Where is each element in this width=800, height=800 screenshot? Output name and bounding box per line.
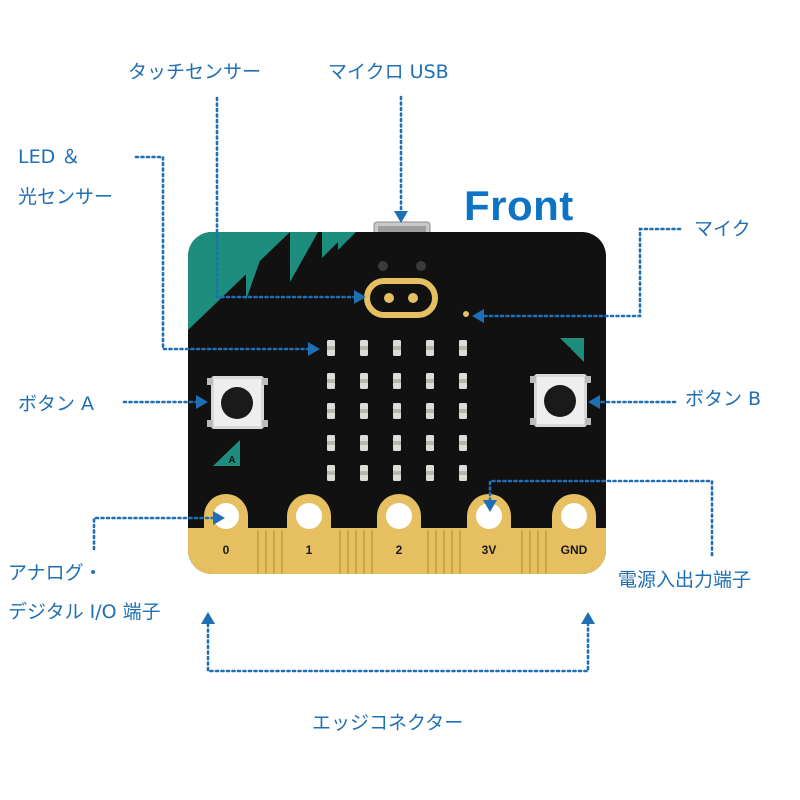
- led-band: [327, 441, 335, 445]
- teal-corner-triangle: [188, 232, 290, 330]
- arrowhead: [483, 500, 497, 512]
- led-band: [459, 441, 467, 445]
- led-matrix: [327, 340, 467, 481]
- led-leader: [134, 155, 310, 351]
- analog-digital-label-line2: デジタル I/O 端子: [8, 601, 161, 623]
- mic-leader: [482, 227, 682, 318]
- pin-label-gnd: GND: [561, 543, 588, 557]
- teal-triangle: [246, 232, 270, 300]
- arrowhead: [308, 342, 320, 356]
- led-band: [327, 379, 335, 383]
- pin-label-3v: 3V: [482, 543, 497, 557]
- svg-text:B: B: [564, 346, 571, 357]
- power-leader: [488, 479, 714, 557]
- led-band: [360, 409, 368, 413]
- micro-usb-label: マイクロ USB: [328, 61, 449, 83]
- led-band: [426, 346, 434, 350]
- teal-triangle: [290, 232, 318, 282]
- diagram-title: Front: [464, 182, 574, 229]
- led-band: [393, 441, 401, 445]
- mic-hole: [463, 311, 469, 317]
- mount-hole: [378, 261, 388, 271]
- led-band: [360, 346, 368, 350]
- mount-hole: [416, 261, 426, 271]
- led-band: [393, 379, 401, 383]
- button-b-label: ボタン B: [685, 388, 762, 410]
- led-band: [459, 471, 467, 475]
- led-band: [327, 471, 335, 475]
- button-a: [207, 376, 268, 429]
- arrowhead: [588, 395, 600, 409]
- pin-label-2: 2: [396, 543, 403, 557]
- led-label-line2: 光センサー: [18, 186, 114, 208]
- svg-text:A: A: [228, 455, 235, 466]
- touch-sensor-leader: [215, 96, 356, 299]
- analog-digital-label-line1: アナログ・: [8, 562, 103, 584]
- arrowhead: [354, 290, 366, 304]
- led-band: [360, 471, 368, 475]
- led-band: [393, 346, 401, 350]
- button-a-marker: A: [213, 440, 240, 466]
- edge-connector-fingers: [257, 530, 547, 574]
- arrowhead: [472, 309, 484, 323]
- arrowhead: [581, 612, 595, 624]
- button-a-label: ボタン A: [18, 393, 95, 415]
- led-band: [360, 441, 368, 445]
- led-band: [393, 471, 401, 475]
- led-band: [426, 471, 434, 475]
- arrowhead: [213, 511, 225, 525]
- led-band: [426, 409, 434, 413]
- teal-triangle: [338, 232, 356, 250]
- pin-pad-2: [377, 494, 421, 529]
- power-label: 電源入出力端子: [618, 569, 752, 591]
- mic-label: マイク: [694, 218, 751, 240]
- touch-sensor-label: タッチセンサー: [128, 61, 262, 83]
- led-band: [327, 346, 335, 350]
- microbit-board: 0 1 2 3V GND: [188, 232, 606, 574]
- pin-pad-1: [287, 494, 331, 529]
- led-band: [459, 346, 467, 350]
- pin-pad-gnd: [552, 494, 596, 529]
- touch-logo: [364, 278, 438, 318]
- led-band: [426, 379, 434, 383]
- led-label-line1: LED ＆: [18, 146, 81, 168]
- pin-label-0: 0: [223, 543, 230, 557]
- button-b-marker: B: [560, 338, 584, 362]
- button-b: [530, 374, 591, 427]
- edge-connector-label: エッジコネクター: [312, 712, 464, 734]
- arrowhead: [196, 395, 208, 409]
- led-band: [459, 409, 467, 413]
- pin-label-1: 1: [306, 543, 313, 557]
- arrowhead: [201, 612, 215, 624]
- led-band: [459, 379, 467, 383]
- edge-connector-bracket: [206, 622, 590, 673]
- analog-digital-leader: [92, 516, 215, 551]
- led-band: [327, 409, 335, 413]
- led-band: [393, 409, 401, 413]
- pin-pad-3v: [467, 494, 511, 529]
- led-band: [360, 379, 368, 383]
- led-band: [426, 441, 434, 445]
- arrowhead: [394, 211, 408, 223]
